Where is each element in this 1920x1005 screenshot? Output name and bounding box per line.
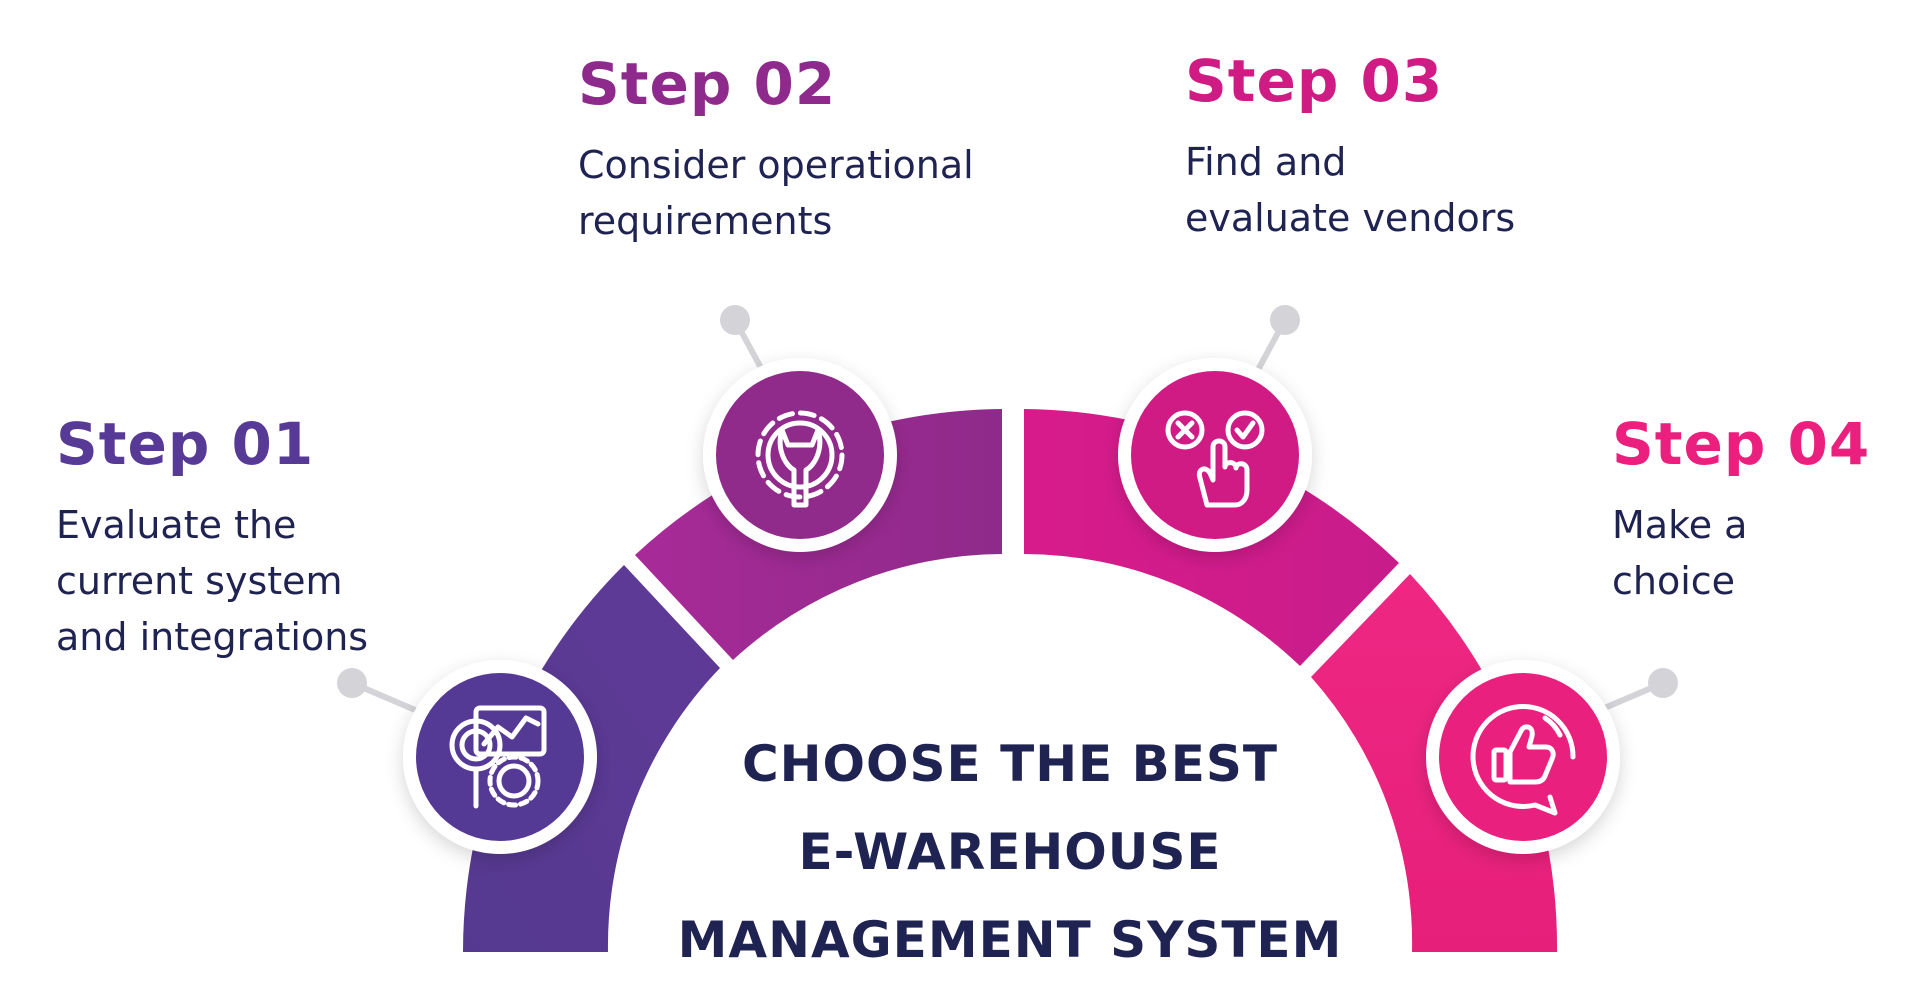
step-3-title: Step 03 (1185, 47, 1444, 115)
center-title-line-3: MANAGEMENT SYSTEM (677, 911, 1343, 969)
step-4-icon-badge (1426, 660, 1620, 854)
step-4-title: Step 04 (1612, 410, 1871, 478)
hand-choice-check-cross-icon (1165, 410, 1265, 508)
step-2-block: Step 02 Consider operational requirement… (578, 55, 974, 249)
step-2-line-2: requirements (578, 199, 833, 243)
step-1-title: Step 01 (56, 410, 315, 478)
step-1-line-2: current system (56, 559, 343, 603)
step-1-line-3: and integrations (56, 615, 369, 659)
step-2-title: Step 02 (578, 50, 837, 118)
step-3-line-1: Find and (1185, 140, 1347, 184)
step-3-line-2: evaluate vendors (1185, 196, 1516, 240)
center-title-line-1: CHOOSE THE BEST (741, 735, 1279, 793)
step-4-line-1: Make a (1612, 503, 1748, 547)
center-title: CHOOSE THE BEST E-WAREHOUSE MANAGEMENT S… (620, 720, 1400, 984)
step-3-icon-badge (1118, 358, 1312, 552)
step-2-description: Consider operational requirements (578, 137, 974, 249)
step-3-description: Find and evaluate vendors (1185, 134, 1515, 246)
step-1-line-1: Evaluate the (56, 503, 297, 547)
analytics-search-gear-icon (449, 705, 547, 809)
step-2-icon-badge (703, 358, 897, 552)
step-3-block: Step 03 Find and evaluate vendors (1185, 52, 1515, 246)
center-title-line-2: E-WAREHOUSE (798, 823, 1222, 881)
step-1-block: Step 01 Evaluate the current system and … (56, 415, 368, 665)
step-1-icon-badge (403, 660, 597, 854)
step-4-block: Step 04 Make a choice (1612, 415, 1870, 609)
step-4-description: Make a choice (1612, 497, 1870, 609)
thumbs-up-chat-icon (1470, 703, 1576, 816)
step-4-line-2: choice (1612, 559, 1736, 603)
step-2-line-1: Consider operational (578, 143, 974, 187)
step-1-description: Evaluate the current system and integrat… (56, 497, 368, 665)
wrench-gear-icon (755, 410, 845, 508)
